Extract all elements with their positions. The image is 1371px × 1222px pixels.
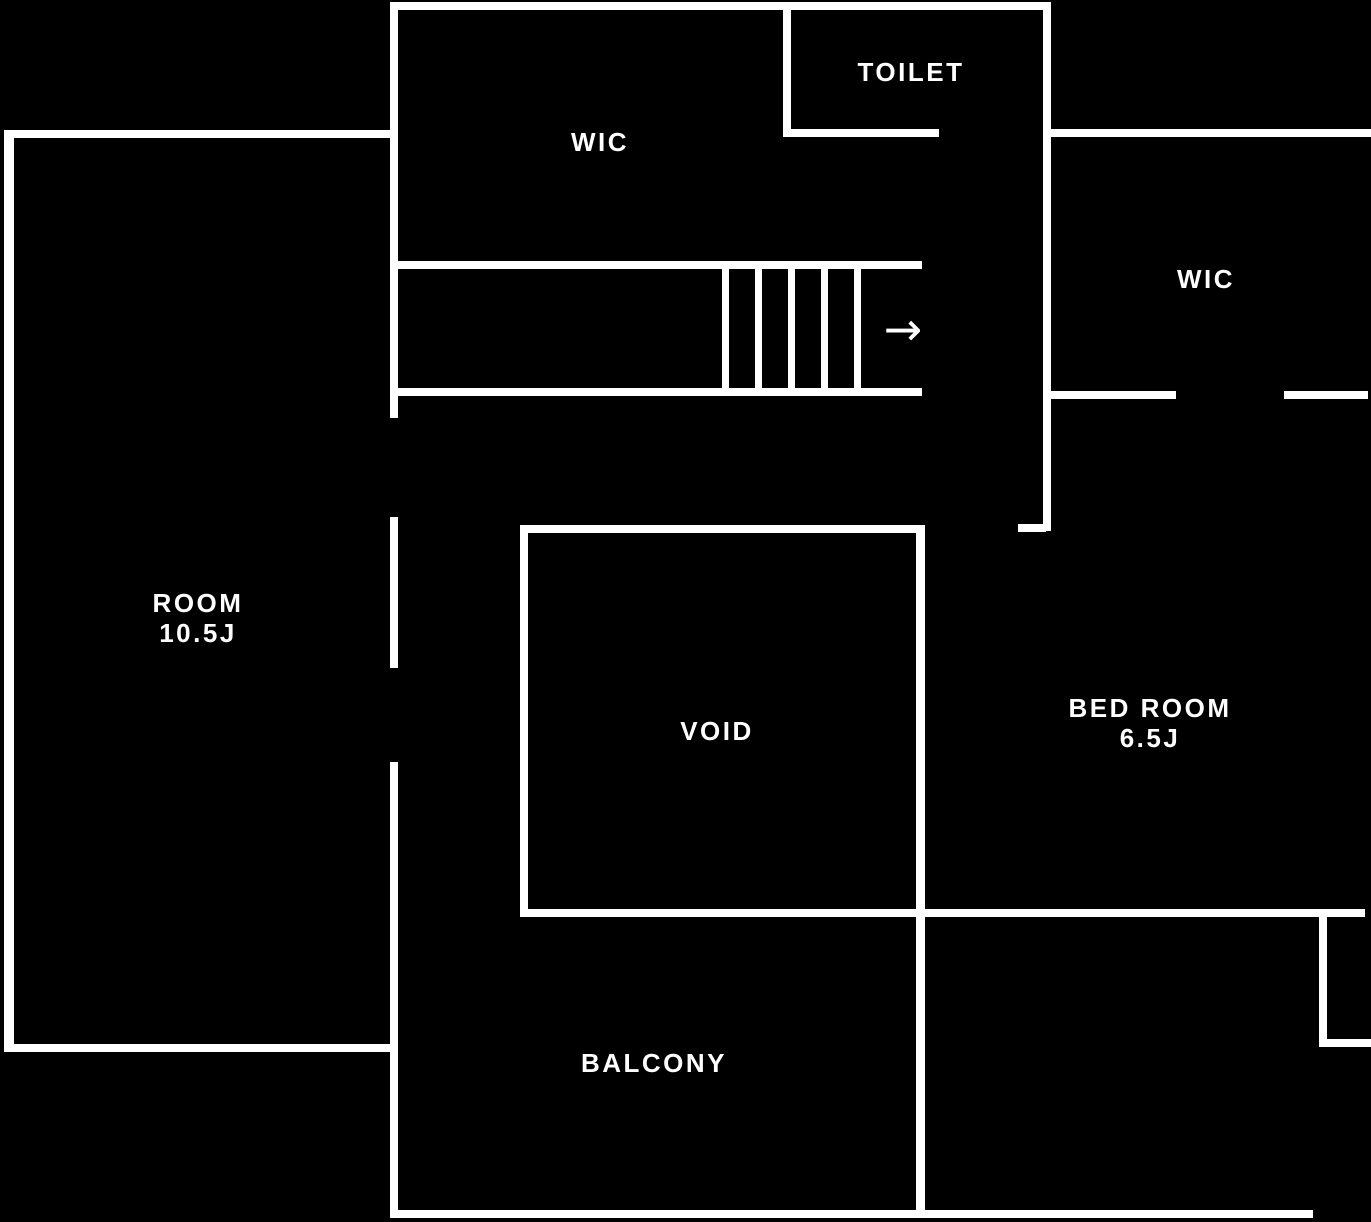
wall-notch-horizontal	[1319, 1039, 1371, 1047]
room-label-void: VOID	[680, 716, 754, 746]
wall-toilet-bottom	[783, 129, 939, 137]
wall-bottom-edge	[390, 1210, 1313, 1218]
room-name: BALCONY	[580, 1047, 728, 1078]
wall-void-top	[520, 525, 925, 533]
room-size: 6.5J	[1119, 723, 1181, 753]
room-name: WIC	[570, 126, 630, 157]
room-label-toilet: TOILET	[858, 57, 965, 87]
wall-stairs-top	[390, 261, 922, 269]
wall-void-bedroom-bottom	[520, 909, 1365, 917]
wall-top-edge	[390, 2, 1051, 10]
stair-direction-arrow-icon: →	[883, 302, 923, 356]
room-label-room: ROOM 10.5J	[153, 588, 244, 648]
room-name: TOILET	[857, 56, 965, 87]
stair-tread	[755, 269, 762, 388]
room-name: ROOM	[152, 587, 244, 618]
wall-room-bottom	[4, 1044, 396, 1052]
room-name: BED ROOM	[1068, 692, 1232, 723]
stair-tread	[788, 269, 795, 388]
wall-room-top	[4, 130, 396, 138]
wall-void-right-long	[916, 525, 925, 1218]
wall-topblock-left-upper	[390, 2, 398, 418]
stair-tread	[854, 269, 861, 388]
wall-toilet-left	[783, 2, 791, 136]
wall-room-left	[4, 130, 14, 1052]
wall-wic-right-bottom-right	[1284, 391, 1368, 399]
wall-hall-nub	[1018, 524, 1046, 532]
room-label-wic-right: WIC	[1177, 264, 1235, 294]
wall-left-mid-segment	[390, 517, 398, 668]
wall-notch-vertical	[1319, 915, 1327, 1045]
room-label-bedroom: BED ROOM 6.5J	[1069, 693, 1232, 753]
stair-tread	[722, 269, 729, 388]
room-name: VOID	[680, 715, 754, 746]
stair-tread	[821, 269, 828, 388]
wall-topblock-right	[1043, 2, 1051, 531]
wall-stairs-bottom	[390, 388, 922, 396]
wall-left-lower-segment	[390, 762, 398, 1218]
wall-wic-right-bottom-left	[1043, 391, 1176, 399]
wall-void-left	[520, 525, 528, 917]
room-label-wic-top: WIC	[571, 127, 629, 157]
wall-wic-right-top	[1043, 129, 1371, 137]
room-name: WIC	[1176, 263, 1236, 294]
room-size: 10.5J	[159, 618, 237, 648]
room-label-balcony: BALCONY	[581, 1048, 727, 1078]
